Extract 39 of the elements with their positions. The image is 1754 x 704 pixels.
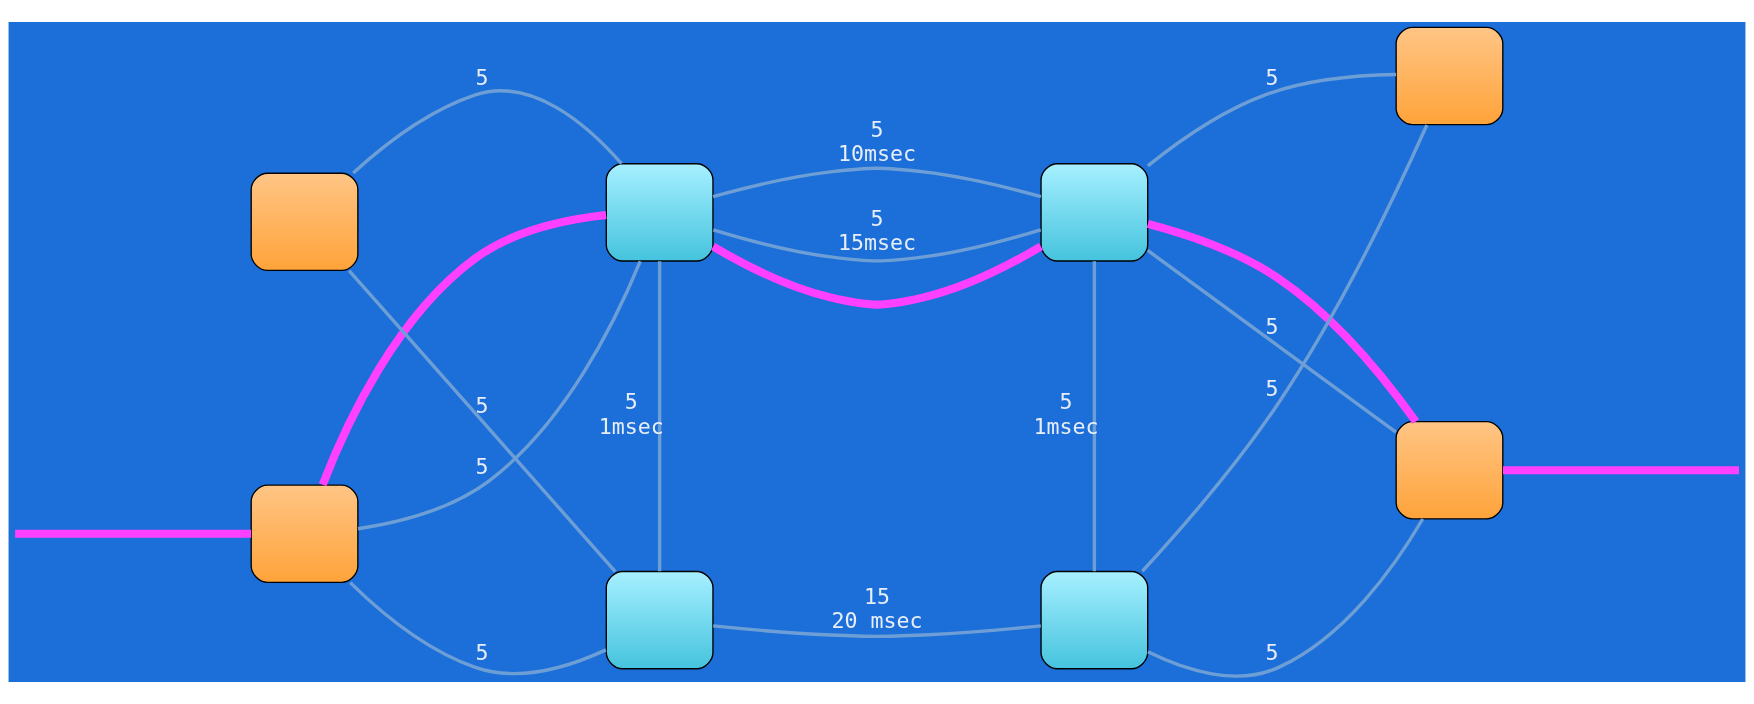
node-box [250,484,359,583]
edge-label: 5 1msec [598,389,664,439]
connector [713,624,1041,638]
connector [1141,124,1429,573]
node-box [1395,26,1504,126]
connector [712,166,1042,199]
connector [1146,249,1397,434]
connector [1147,518,1425,678]
edge-label: 5 [475,454,489,480]
edge-label: 5 [1265,375,1279,401]
connector [357,260,642,531]
edge-label: 5 10msec [837,116,917,166]
edge-label: 15 20 msec [831,583,923,633]
node-box [250,172,359,272]
edge-label: 5 [475,640,489,666]
node-box [605,570,714,670]
edge-label: 5 [475,393,489,419]
node-box [1395,420,1504,520]
connector [712,228,1042,263]
connector [352,89,623,175]
connector [1146,72,1397,168]
connector [1092,261,1097,572]
connector [15,529,252,538]
connector [1146,219,1420,424]
edge-label: 5 [475,65,489,91]
connector [318,210,607,487]
connector [1503,466,1739,475]
connector [349,581,607,676]
connector [347,269,617,573]
node-box [1040,163,1149,262]
connector [657,261,662,572]
connector [711,243,1043,309]
edge-label: 5 1msec [1033,389,1099,439]
node-box [1040,570,1149,670]
edge-label: 5 [1265,640,1279,666]
edge-label: 5 [1265,313,1279,339]
edge-label: 5 [1265,65,1279,91]
edge-label: 5 15msec [837,205,917,255]
node-box [605,163,714,262]
